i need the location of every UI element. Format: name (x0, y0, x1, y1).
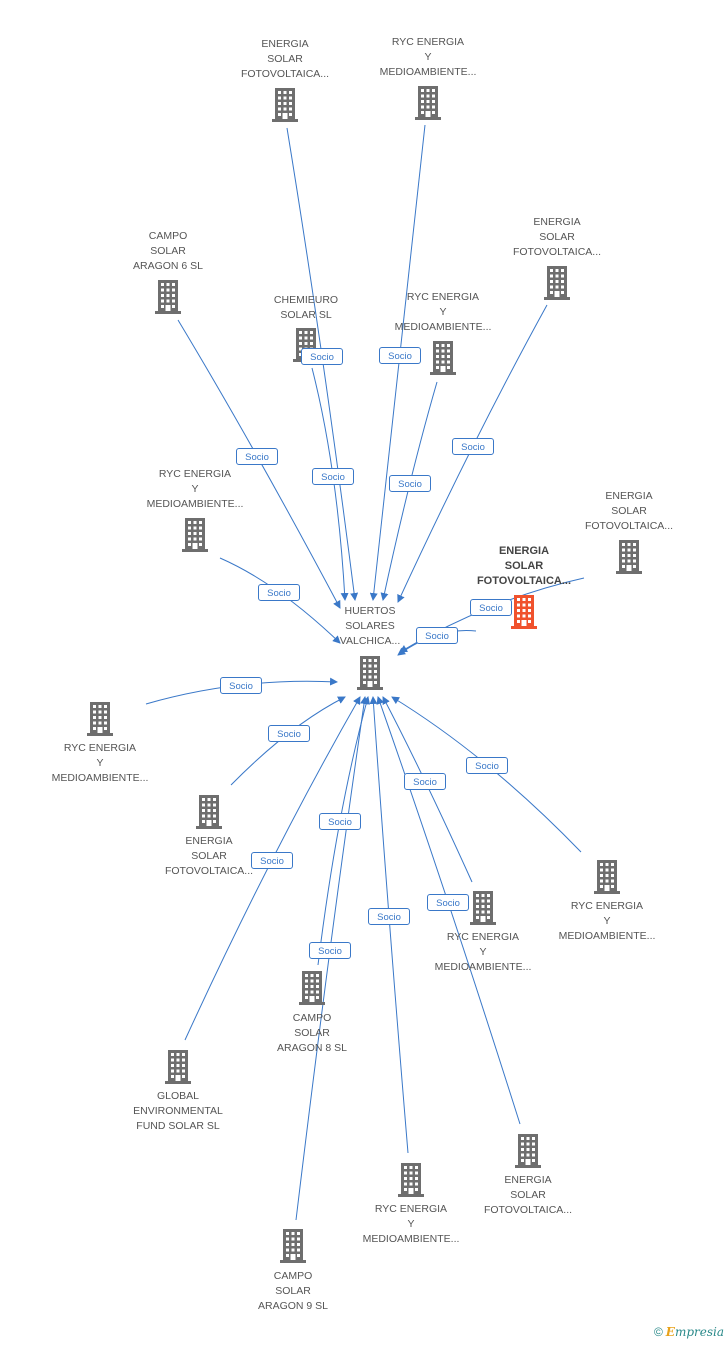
node-label-9[interactable]: RYC ENERGIA Y MEDIOAMBIENTE... (51, 742, 149, 784)
copyright-icon: © (653, 1325, 663, 1339)
node-label-17[interactable]: CAMPO SOLAR ARAGON 9 SL (257, 1270, 329, 1312)
socio-badge-17[interactable]: Socio (309, 941, 351, 959)
building-icon-0[interactable] (272, 88, 298, 122)
node-label-4[interactable]: RYC ENERGIA Y MEDIOAMBIENTE... (394, 291, 492, 333)
building-icon-9[interactable] (87, 702, 113, 736)
footer-brand: ©Empresia (654, 1325, 724, 1339)
building-icon-16[interactable] (398, 1163, 424, 1197)
node-label-10[interactable]: ENERGIA SOLAR FOTOVOLTAICA... (164, 835, 254, 877)
building-icon-12[interactable] (470, 891, 496, 925)
edge-13 (317, 696, 371, 966)
socio-badge-1[interactable]: Socio (379, 346, 421, 364)
building-icon-15[interactable] (515, 1134, 541, 1168)
building-icon-8[interactable] (511, 595, 537, 629)
socio-badge-4[interactable]: Socio (389, 474, 431, 492)
center-building-icon[interactable] (357, 656, 383, 690)
node-label-3[interactable]: CHEMIEURO SOLAR SL (273, 294, 339, 321)
node-label-0[interactable]: ENERGIA SOLAR FOTOVOLTAICA... (240, 38, 330, 80)
building-icon-17[interactable] (280, 1229, 306, 1263)
building-icon-5[interactable] (544, 266, 570, 300)
socio-badge-15[interactable]: Socio (427, 893, 469, 911)
building-icon-1[interactable] (415, 86, 441, 120)
socio-badge-16[interactable]: Socio (368, 907, 410, 925)
socio-badge-0[interactable]: Socio (301, 347, 343, 365)
building-icon-11[interactable] (594, 860, 620, 894)
socio-badge-9[interactable]: Socio (220, 676, 262, 694)
socio-badge-10[interactable]: Socio (268, 724, 310, 742)
node-label-15[interactable]: ENERGIA SOLAR FOTOVOLTAICA... (483, 1174, 573, 1216)
socio-badge-8[interactable]: Socio (416, 626, 458, 644)
socio-badge-2[interactable]: Socio (236, 447, 278, 465)
node-label-2[interactable]: CAMPO SOLAR ARAGON 6 SL (132, 230, 204, 272)
building-icon-10[interactable] (196, 795, 222, 829)
node-label-7[interactable]: ENERGIA SOLAR FOTOVOLTAICA... (584, 490, 674, 532)
node-label-11[interactable]: RYC ENERGIA Y MEDIOAMBIENTE... (558, 900, 656, 942)
building-icon-6[interactable] (182, 518, 208, 552)
node-label-12[interactable]: RYC ENERGIA Y MEDIOAMBIENTE... (434, 931, 532, 973)
socio-badge-12[interactable]: Socio (404, 772, 446, 790)
socio-badge-11[interactable]: Socio (466, 756, 508, 774)
socio-badge-6[interactable]: Socio (258, 583, 300, 601)
building-icon-7[interactable] (616, 540, 642, 574)
building-icon-2[interactable] (155, 280, 181, 314)
center-node-label[interactable]: HUERTOS SOLARES VALCHICA... (339, 605, 401, 647)
building-icon-4[interactable] (430, 341, 456, 375)
node-label-8[interactable]: ENERGIA SOLAR FOTOVOLTAICA... (476, 545, 572, 587)
node-label-1[interactable]: RYC ENERGIA Y MEDIOAMBIENTE... (379, 36, 477, 78)
socio-badge-3[interactable]: Socio (312, 467, 354, 485)
brand-name: mpresia (674, 1325, 724, 1339)
brand-e: E (665, 1325, 675, 1339)
socio-badge-7[interactable]: Socio (470, 598, 512, 616)
socio-badge-13[interactable]: Socio (319, 812, 361, 830)
node-label-6[interactable]: RYC ENERGIA Y MEDIOAMBIENTE... (146, 468, 244, 510)
node-label-5[interactable]: ENERGIA SOLAR FOTOVOLTAICA... (512, 216, 602, 258)
socio-badge-5[interactable]: Socio (452, 437, 494, 455)
node-label-14[interactable]: GLOBAL ENVIRONMENTAL FUND SOLAR SL (133, 1090, 223, 1132)
socio-badge-14[interactable]: Socio (251, 851, 293, 869)
building-icon-14[interactable] (165, 1050, 191, 1084)
building-icon-13[interactable] (299, 971, 325, 1005)
node-label-13[interactable]: CAMPO SOLAR ARAGON 8 SL (276, 1012, 348, 1054)
node-label-16[interactable]: RYC ENERGIA Y MEDIOAMBIENTE... (362, 1203, 460, 1245)
